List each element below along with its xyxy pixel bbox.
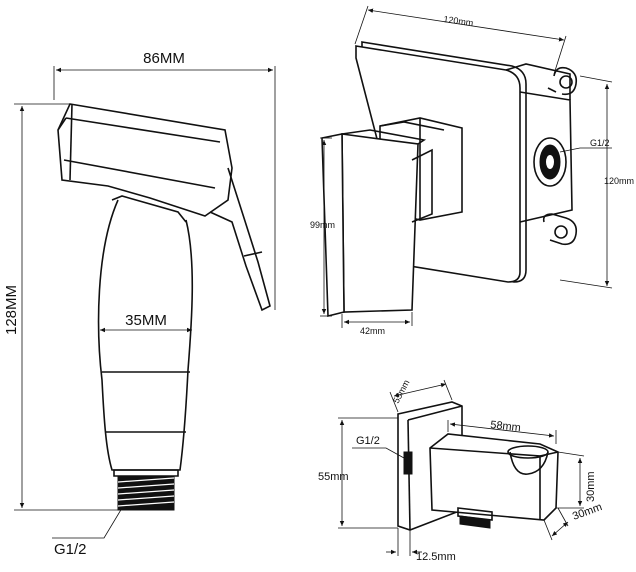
sprayer-thread-label: G1/2 <box>54 541 87 558</box>
sprayer-drawing: 86MM 128MM 35MM <box>3 50 276 558</box>
holder-length-label: 58mm <box>490 419 522 434</box>
holder-plate-width-label: 55mm <box>391 378 412 405</box>
holder-offset-label: 12.5mm <box>416 551 456 563</box>
valve-handle-width-label: 42mm <box>360 326 385 336</box>
holder-thread-label: G1/2 <box>356 435 380 447</box>
holder-drawing: 55mm 55mm G1/2 58mm 30mm 30mm 12.5mm <box>318 378 604 563</box>
sprayer-height-label: 128MM <box>3 285 20 335</box>
valve-port-label: G1/2 <box>590 138 610 148</box>
valve-height-label: 120mm <box>604 176 634 186</box>
sprayer-width-label: 86MM <box>143 50 185 67</box>
holder-plate-height-label: 55mm <box>318 471 349 483</box>
valve-width-label: 120mm <box>443 14 474 28</box>
sprayer-grip-label: 35MM <box>125 312 167 329</box>
valve-drawing: 120mm 120mm G1/2 <box>310 5 634 336</box>
holder-depth-label: 30mm <box>585 471 597 502</box>
holder-block-label: 30mm <box>571 501 604 523</box>
valve-handle-height-label: 99mm <box>310 220 335 230</box>
